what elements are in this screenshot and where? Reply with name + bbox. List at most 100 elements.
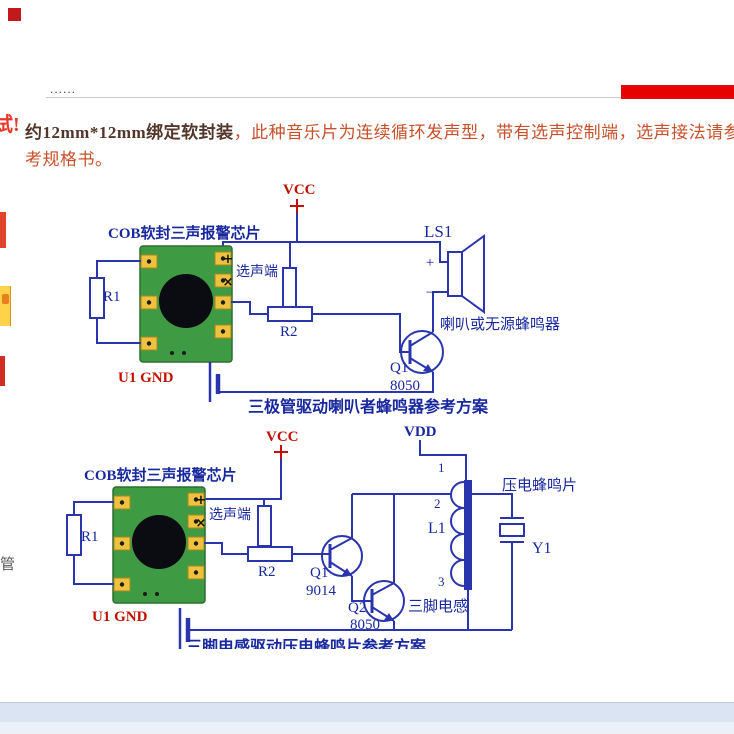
piezo-body — [499, 523, 525, 537]
pad-hole — [193, 497, 199, 502]
pad-hole — [193, 519, 199, 524]
c1-ls1-label: LS1 — [424, 222, 452, 241]
c1-caption: 三极管驱动喇叭者蜂鸣器参考方案 — [248, 397, 489, 416]
pad-hole — [146, 341, 152, 346]
wire — [351, 576, 372, 602]
pad-hole — [170, 351, 174, 355]
image-crop-mask — [150, 649, 570, 675]
wire — [419, 440, 467, 480]
wire — [312, 313, 410, 353]
c2-r2-label: R2 — [258, 564, 276, 580]
pad-hole — [146, 300, 152, 305]
transistor-collector — [409, 331, 434, 347]
c2-chip-title: COB软封三声报警芯片 — [84, 466, 237, 484]
pad-hole — [182, 351, 186, 355]
c2-gnd-label: U1 GND — [92, 609, 148, 625]
emitter-arrow-icon — [384, 613, 394, 621]
c1-r2-label: R2 — [280, 324, 298, 340]
c1-r1-label: R1 — [103, 289, 121, 305]
pad-hole — [193, 541, 199, 546]
c1-r1-resistor — [89, 277, 105, 319]
pad-x-mark: × — [196, 516, 207, 531]
c2-q1-label: Q1 — [310, 565, 328, 581]
circuit1: VCC COB软封三声报警芯片 — [89, 182, 560, 416]
c1-q1-transistor — [400, 330, 444, 374]
wire — [432, 291, 448, 332]
c2-y1-label: Y1 — [532, 540, 552, 557]
header-divider — [46, 97, 621, 98]
c1-r2-resistor — [267, 306, 313, 322]
c1-speaker-minus: − — [426, 285, 434, 301]
piezo-icon — [499, 517, 525, 543]
wire — [218, 372, 434, 393]
sidebar-fragment-red[interactable] — [0, 212, 6, 248]
inductor-coil — [450, 481, 465, 587]
c1-select-pin-label: 选声端 — [236, 264, 278, 280]
c1-chip-title: COB软封三声报警芯片 — [108, 224, 261, 242]
c1-q1-label: Q1 — [390, 360, 408, 376]
c2-pin3-label: 3 — [438, 574, 445, 589]
emitter-arrow-icon — [423, 364, 433, 372]
speaker-cone — [461, 234, 485, 314]
product-description: 约12mm*12mm绑定软封装，此种音乐片为连续循环发声型，带有选声控制端，选声… — [25, 119, 734, 173]
c2-l1-inductor — [450, 480, 472, 590]
wire — [96, 260, 141, 278]
pad-hole — [119, 541, 125, 546]
wire — [222, 241, 448, 263]
wire — [73, 501, 114, 515]
c1-speaker-note: 喇叭或无源蜂鸣器 — [440, 316, 560, 333]
pad-hole — [119, 582, 125, 587]
wire — [204, 459, 282, 500]
sidebar-promo-fragment[interactable]: 试! — [0, 114, 20, 136]
c1-bias-resistor — [282, 267, 297, 308]
emitter-arrow-icon — [342, 568, 352, 576]
pad-hole — [155, 592, 159, 596]
transistor-circle — [321, 535, 363, 577]
pad-hole — [220, 278, 226, 283]
c1-gnd-label: U1 GND — [118, 370, 174, 386]
wire — [472, 493, 513, 518]
transistor-circle — [363, 580, 405, 622]
wire — [73, 555, 114, 585]
speaker-icon — [447, 234, 485, 314]
bottom-band — [0, 702, 734, 722]
pad-hole — [220, 300, 226, 305]
c2-q2-label: Q2 — [348, 600, 366, 616]
c2-vdd-label: VDD — [404, 424, 437, 440]
pad-x-mark: × — [223, 275, 234, 290]
c2-q2-transistor — [363, 580, 405, 622]
c2-q1-model: 9014 — [306, 583, 337, 599]
pad-plus-mark: + — [223, 252, 234, 267]
wire — [96, 318, 141, 344]
inductor-core — [464, 480, 472, 590]
description-text: ，此种音乐片为连续循环发声型，带有选声控制端，选声接法请参 — [233, 123, 734, 142]
sidebar-fragment-text[interactable]: 管 — [0, 556, 16, 573]
cob-chip-blob — [159, 274, 213, 328]
cart-icon — [2, 294, 9, 304]
pad-hole — [146, 259, 152, 264]
c2-bias-resistor — [257, 505, 272, 547]
pad-hole — [193, 570, 199, 575]
wire — [231, 301, 268, 315]
description-text-line2: 考规格书。 — [25, 150, 113, 169]
c2-vcc-label: VCC — [266, 429, 299, 445]
bottom-band-light — [0, 722, 734, 734]
c2-l1-label: L1 — [428, 520, 446, 537]
c2-inductor-note: 三脚电感 — [408, 598, 468, 615]
c2-r1-label: R1 — [81, 529, 99, 545]
c2-r2-resistor — [247, 546, 293, 562]
circuit2: VCC VDD COB软封三声报警芯片 — [66, 424, 577, 675]
c2-pin1-label: 1 — [438, 460, 445, 475]
pad-hole — [119, 500, 125, 505]
description-emphasis: 约12mm*12mm绑定软封装 — [25, 123, 234, 142]
sidebar-fragment-icon[interactable] — [0, 286, 11, 326]
transistor-collector — [371, 582, 395, 596]
c2-cob-module: + × — [112, 486, 207, 604]
pad-hole — [220, 329, 226, 334]
sidebar-fragment-red-2[interactable] — [0, 356, 5, 386]
header-red-bar[interactable] — [621, 85, 734, 99]
cob-chip-blob — [132, 515, 186, 569]
c2-pin2-label: 2 — [434, 496, 441, 511]
c2-piezo-note: 压电蜂鸣片 — [502, 477, 577, 494]
